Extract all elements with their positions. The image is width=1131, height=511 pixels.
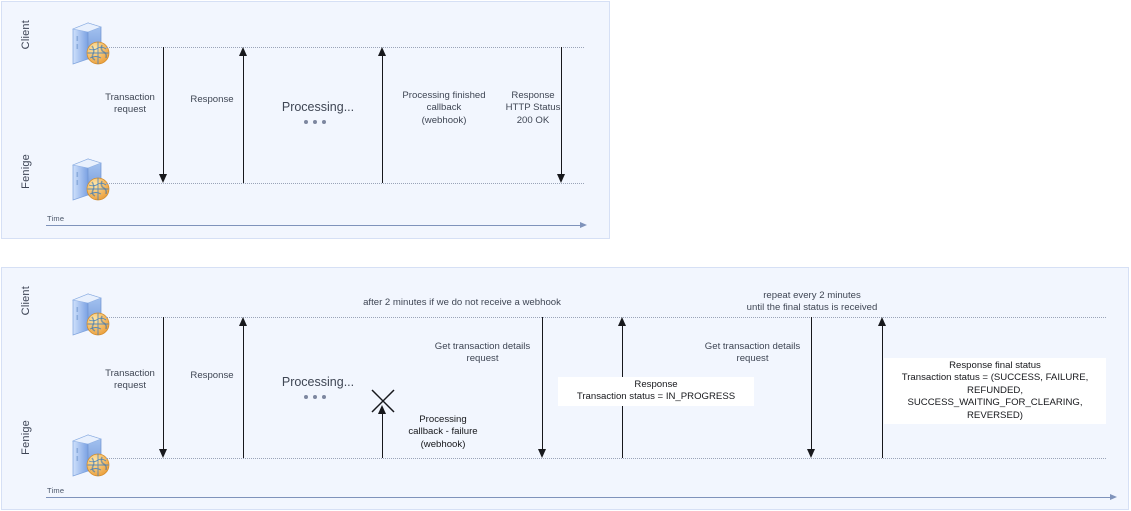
arrowhead-up-icon bbox=[239, 317, 247, 326]
message-label: Response bbox=[190, 94, 234, 105]
message-arrow-line bbox=[243, 325, 244, 458]
message-label: Get transaction details request bbox=[434, 341, 531, 365]
server-globe-icon bbox=[68, 20, 112, 66]
diagram-webhook-success-flow: Client Fenige bbox=[1, 1, 610, 239]
time-axis-label: Time bbox=[47, 486, 65, 495]
arrowhead-down-icon bbox=[807, 449, 815, 458]
arrowhead-down-icon bbox=[159, 449, 167, 458]
actor-label-fenige: Fenige bbox=[20, 420, 32, 455]
message-arrow-line bbox=[542, 317, 543, 450]
message-label: Response bbox=[190, 370, 234, 381]
server-globe-icon bbox=[68, 291, 112, 337]
message-label: Response HTTP Status 200 OK bbox=[505, 90, 561, 126]
actor-label-client: Client bbox=[20, 20, 32, 50]
arrowhead-down-icon bbox=[538, 449, 546, 458]
message-arrow-line bbox=[882, 325, 883, 458]
arrowhead-up-icon bbox=[378, 405, 386, 414]
time-axis bbox=[46, 497, 1111, 498]
note-repeat-every-2-minutes: repeat every 2 minutes until the final s… bbox=[746, 290, 878, 314]
time-axis bbox=[46, 225, 581, 226]
arrowhead-up-icon bbox=[239, 47, 247, 56]
message-label-boxed: Response final status Transaction status… bbox=[884, 358, 1106, 425]
message-label: Transaction request bbox=[105, 368, 155, 392]
lifeline-fenige bbox=[106, 183, 584, 184]
processing-dots-icon bbox=[304, 395, 326, 399]
arrowhead-down-icon bbox=[557, 174, 565, 183]
processing-dots-icon bbox=[304, 120, 326, 124]
message-label: Processing callback - failure (webhook) bbox=[408, 414, 478, 450]
message-arrow-line bbox=[163, 47, 164, 175]
note-after-2-minutes: after 2 minutes if we do not receive a w… bbox=[363, 297, 561, 308]
arrowhead-up-icon bbox=[378, 47, 386, 56]
actor-label-fenige: Fenige bbox=[20, 154, 32, 189]
message-label-boxed: Response Transaction status = IN_PROGRES… bbox=[558, 377, 754, 406]
arrowhead-up-icon bbox=[878, 317, 886, 326]
processing-label: Processing... bbox=[281, 100, 355, 114]
lifeline-fenige bbox=[106, 458, 1106, 459]
actor-label-client: Client bbox=[20, 286, 32, 316]
server-globe-icon bbox=[68, 432, 112, 478]
arrowhead-down-icon bbox=[159, 174, 167, 183]
diagram-polling-fallback-flow: Client Fenige bbox=[1, 267, 1129, 510]
time-axis-arrow-icon bbox=[580, 222, 587, 228]
time-axis-label: Time bbox=[47, 214, 65, 223]
message-arrow-line bbox=[163, 317, 164, 450]
message-label: Transaction request bbox=[105, 92, 155, 116]
message-arrow-line bbox=[382, 55, 383, 183]
lifeline-client bbox=[106, 317, 1106, 318]
message-arrow-line bbox=[243, 55, 244, 183]
processing-label: Processing... bbox=[281, 375, 355, 389]
arrowhead-up-icon bbox=[618, 317, 626, 326]
message-arrow-line bbox=[811, 317, 812, 450]
message-arrow-line-failed bbox=[382, 413, 383, 458]
message-label: Get transaction details request bbox=[704, 341, 801, 365]
message-arrow-line bbox=[561, 47, 562, 175]
server-globe-icon bbox=[68, 156, 112, 202]
lifeline-client bbox=[106, 47, 584, 48]
failure-x-icon bbox=[370, 388, 396, 414]
time-axis-arrow-icon bbox=[1110, 494, 1117, 500]
message-label: Processing finished callback (webhook) bbox=[402, 90, 486, 126]
